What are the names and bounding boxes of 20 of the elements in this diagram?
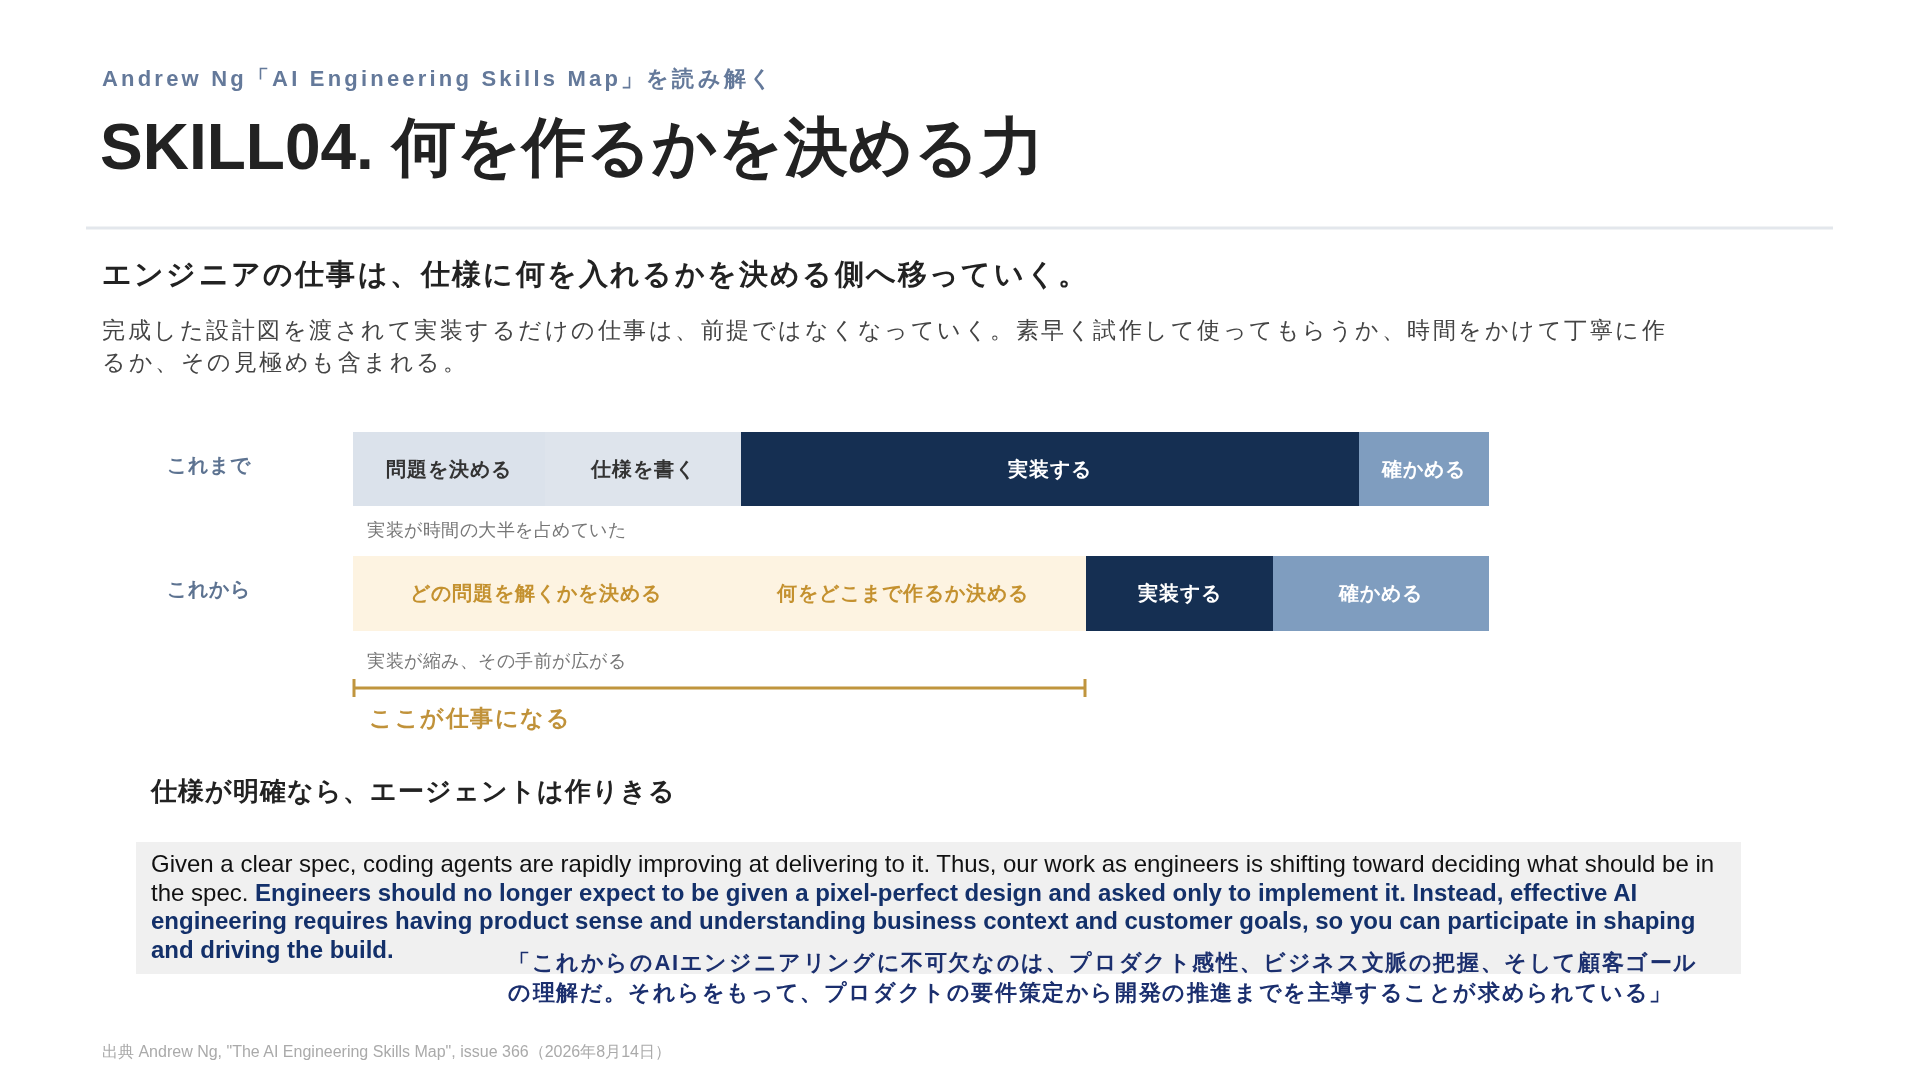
paragraph: 完成した設計図を渡されて実装するだけの仕事は、前提ではなくなっていく。素早く試作して使ってもらうか、時間をかけて丁寧に作るか、その見極めも含まれる。 <box>102 316 1668 377</box>
bar-segment: 実装する <box>1086 556 1273 631</box>
bar-segment: 問題を決める <box>353 432 545 506</box>
source-caption: 出典 Andrew Ng, "The AI Engineering Skills Map", issue 366（2026年8月14日） <box>102 1042 671 1062</box>
row-label: これから <box>167 577 251 602</box>
section-heading: 仕様が明確なら、エージェントは作りきる <box>151 775 676 808</box>
bar-segment: 実装する <box>741 432 1359 506</box>
heading: エンジニアの仕事は、仕様に何を入れるかを決める側へ移っていく。 <box>102 257 1090 292</box>
title: SKILL04. 何を作るかを決める力 <box>100 110 1044 185</box>
bar-segment: 確かめる <box>1273 556 1489 631</box>
bar-segment: 何をどこまで作るか決める <box>719 556 1086 631</box>
translation-text: 「これからのAIエンジニアリングに不可欠なのは、プロダクト感性、ビジネス文脈の把握、そして顧客ゴールの理解だ。それらをもって、プロダクトの要件策定から開発の推進までを主導することが求められている」 <box>508 949 1698 1007</box>
note-text: 実装が縮み、その手前が広がる <box>367 650 626 673</box>
bar-segment: 仕様を書く <box>545 432 741 506</box>
bar-segment: 確かめる <box>1359 432 1489 506</box>
row-label: これまで <box>167 453 251 478</box>
bracket-label: ここが仕事になる <box>369 704 571 733</box>
note-text: 実装が時間の大半を占めていた <box>367 519 626 542</box>
bar-segment: どの問題を解くかを決める <box>353 556 719 631</box>
subtitle: Andrew Ng「AI Engineering Skills Map」を読み解く <box>102 65 776 93</box>
